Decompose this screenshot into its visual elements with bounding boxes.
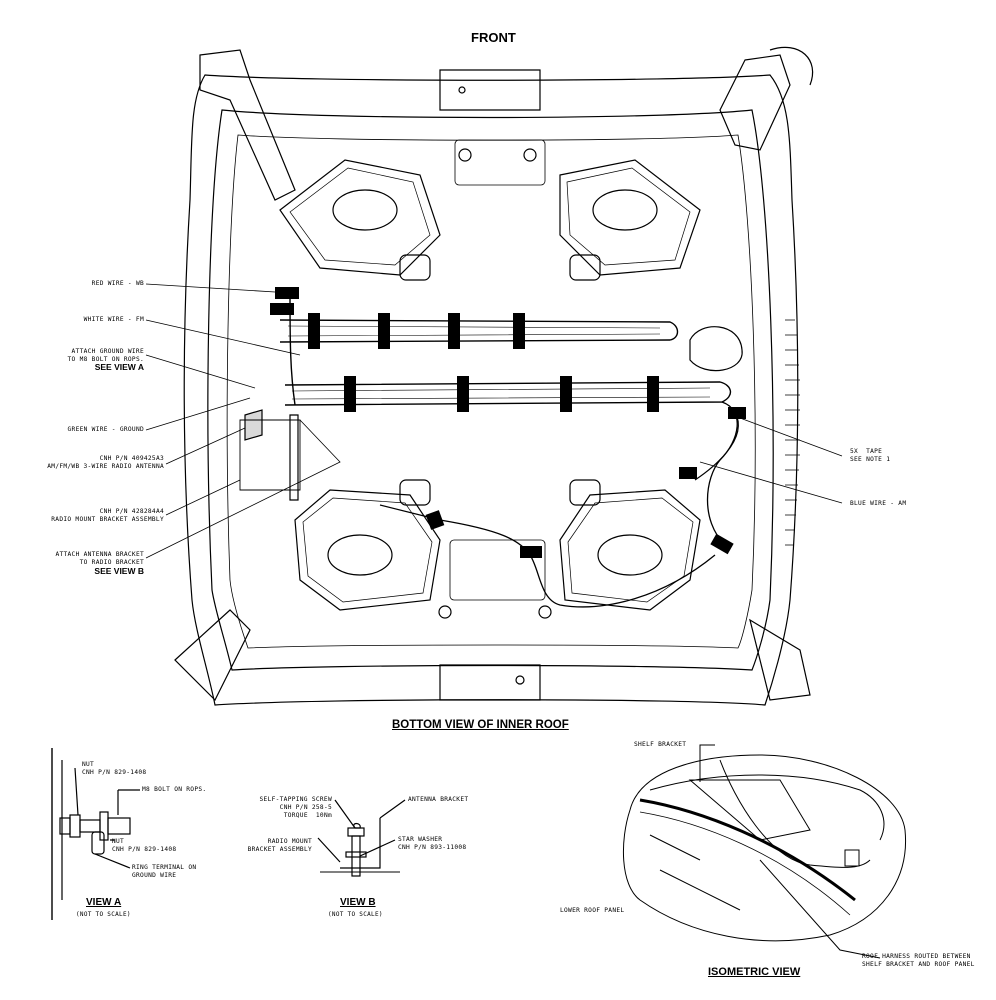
- ground-wire-label-2: TO M8 BOLT ON ROPS.: [67, 356, 144, 363]
- view-b-washer-line2: CNH P/N 893-11008: [398, 844, 467, 851]
- iso-harness-line2: SHELF BRACKET AND ROOF PANEL: [862, 961, 975, 968]
- leader-lines: [145, 283, 843, 559]
- green-wire-label: GREEN WIRE - GROUND: [67, 426, 144, 433]
- view-b-screw-line2: CNH P/N 258-5: [279, 804, 332, 811]
- bracket-desc-label: RADIO MOUNT BRACKET ASSEMBLY: [51, 516, 164, 523]
- view-b-screw-line3: TORQUE 10Nm: [283, 812, 332, 819]
- isometric-view-title: ISOMETRIC VIEW: [708, 966, 801, 978]
- view-b-title: VIEW B: [340, 897, 376, 908]
- front-label: FRONT: [471, 30, 516, 45]
- view-b-drawing: [317, 799, 406, 877]
- white-wire-label: WHITE WIRE - FM: [83, 316, 144, 323]
- attach-bracket-see-view-b: SEE VIEW B: [94, 566, 144, 576]
- ground-wire-see-view-a: SEE VIEW A: [94, 362, 144, 372]
- iso-harness-line1: ROOF HARNESS ROUTED BETWEEN: [862, 953, 971, 960]
- antenna-desc-label: AM/FM/WB 3-WIRE RADIO ANTENNA: [47, 463, 164, 470]
- tape-label-1: 5X TAPE: [850, 448, 883, 455]
- view-a-nut2-line1: NUT: [112, 838, 125, 845]
- tape-blocks: [270, 287, 746, 558]
- view-b-screw-line1: SELF-TAPPING SCREW: [259, 796, 332, 803]
- attach-bracket-label-1: ATTACH ANTENNA BRACKET: [55, 551, 144, 558]
- iso-shelf-bracket-label: SHELF BRACKET: [634, 741, 687, 748]
- isometric-drawing: [623, 744, 907, 959]
- roof-outline: [174, 46, 814, 706]
- view-a-nut1-line2: CNH P/N 829-1408: [82, 769, 147, 776]
- speaker-pods: [279, 139, 743, 619]
- blue-wire-label: BLUE WIRE - AM: [850, 500, 907, 507]
- view-a-subtitle: (NOT TO SCALE): [76, 911, 131, 918]
- main-view-title: BOTTOM VIEW OF INNER ROOF: [392, 719, 569, 731]
- ground-wire-label-1: ATTACH GROUND WIRE: [71, 348, 144, 355]
- view-b-mount-line2: BRACKET ASSEMBLY: [247, 846, 312, 853]
- bracket-part-label: CNH P/N 428284A4: [99, 508, 164, 515]
- view-b-subtitle: (NOT TO SCALE): [328, 911, 383, 918]
- view-a-ring-line1: RING TERMINAL ON: [132, 864, 197, 871]
- view-a-title: VIEW A: [86, 897, 122, 908]
- tape-label-2: SEE NOTE 1: [850, 456, 891, 463]
- view-b-antenna-bracket: ANTENNA BRACKET: [408, 796, 469, 803]
- view-a-drawing: [51, 748, 140, 920]
- iso-lower-roof-panel-label: LOWER ROOF PANEL: [560, 907, 625, 914]
- view-b-washer-line1: STAR WASHER: [398, 836, 443, 843]
- view-a-nut2-line2: CNH P/N 829-1408: [112, 846, 177, 853]
- view-b-mount-line1: RADIO MOUNT: [267, 838, 312, 845]
- view-a-nut1-line1: NUT: [82, 761, 95, 768]
- antenna-part-label: CNH P/N 409425A3: [99, 455, 164, 462]
- attach-bracket-label-2: TO RADIO BRACKET: [79, 559, 144, 566]
- view-a-bolt-label: M8 BOLT ON ROPS.: [142, 786, 207, 793]
- view-a-ring-line2: GROUND WIRE: [132, 872, 177, 879]
- red-wire-label: RED WIRE - WB: [91, 280, 144, 287]
